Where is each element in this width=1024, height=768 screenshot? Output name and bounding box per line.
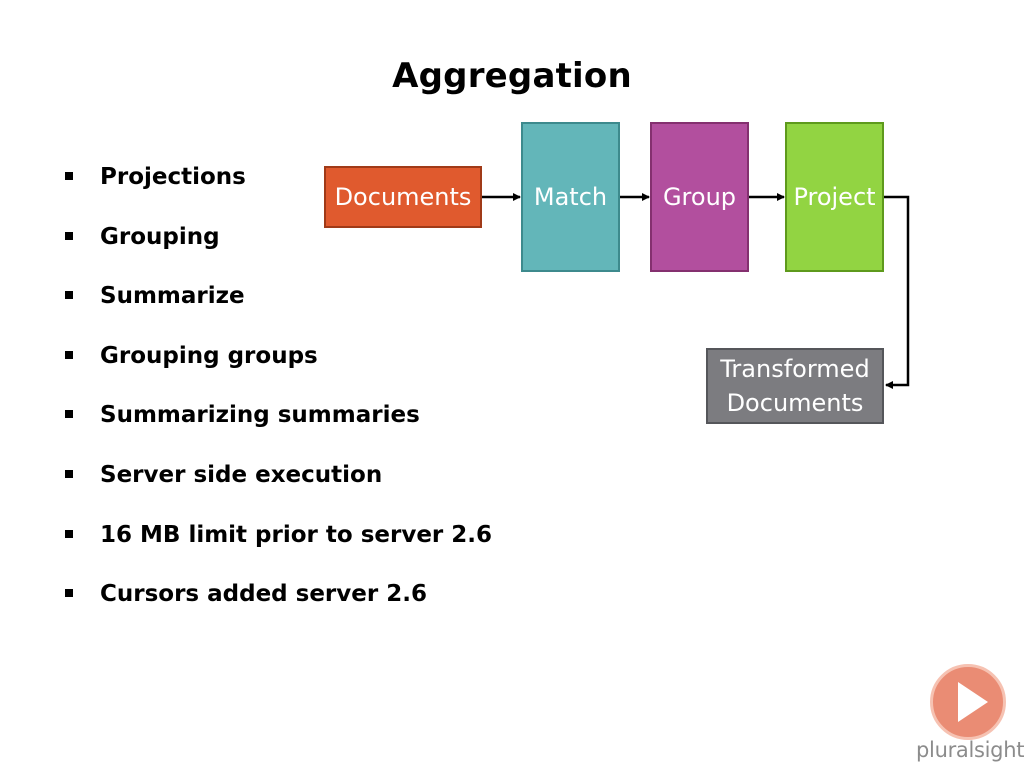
project-stage-box: Project xyxy=(785,122,884,272)
bullet-item: Server side execution xyxy=(62,458,492,518)
group-stage-box: Group xyxy=(650,122,749,272)
match-stage-box: Match xyxy=(521,122,620,272)
bullet-text: 16 MB limit prior to server 2.6 xyxy=(100,521,493,548)
bullet-square-icon xyxy=(65,172,73,180)
bullet-square-icon xyxy=(65,350,73,359)
logo-text: pluralsight xyxy=(916,738,1024,762)
bullet-item: Cursors added server 2.6 xyxy=(62,577,492,637)
slide-title: Aggregation xyxy=(392,56,632,96)
transformed-label-line1: Transformed xyxy=(720,355,870,383)
documents-label: Documents xyxy=(334,183,472,211)
bullet-item: Projections xyxy=(62,160,492,220)
documents-box: Documents xyxy=(324,166,482,228)
arrow-project-to-transformed xyxy=(884,195,910,389)
bullet-item: Grouping groups xyxy=(62,339,492,399)
group-label: Group xyxy=(662,183,737,211)
bullet-square-icon xyxy=(65,469,73,478)
match-label: Match xyxy=(533,183,608,211)
bullet-item: Summarizing summaries xyxy=(62,398,492,458)
bullet-list: Projections Grouping Summarize Grouping … xyxy=(62,160,492,637)
bullet-square-icon xyxy=(65,231,73,240)
play-icon xyxy=(958,682,988,722)
bullet-text: Projections xyxy=(100,164,246,190)
bullet-item: Grouping xyxy=(62,220,492,280)
bullet-item: Summarize xyxy=(62,279,492,339)
bullet-text: Grouping groups xyxy=(100,342,318,369)
transformed-label-line2: Documents xyxy=(726,389,864,417)
transformed-documents-box: Transformed Documents xyxy=(706,348,884,424)
pluralsight-logo: pluralsight xyxy=(912,660,1024,768)
bullet-item: 16 MB limit prior to server 2.6 xyxy=(62,518,492,578)
bullet-text: Server side execution xyxy=(100,461,383,488)
bullet-text: Grouping xyxy=(100,223,220,250)
bullet-square-icon xyxy=(65,529,73,538)
bullet-text: Summarize xyxy=(100,283,245,310)
bullet-square-icon xyxy=(65,589,73,598)
bullet-text: Summarizing summaries xyxy=(100,402,420,429)
bullet-square-icon xyxy=(65,291,73,300)
bullet-square-icon xyxy=(65,410,73,419)
project-label: Project xyxy=(793,183,876,211)
bullet-text: Cursors added server 2.6 xyxy=(100,581,427,608)
